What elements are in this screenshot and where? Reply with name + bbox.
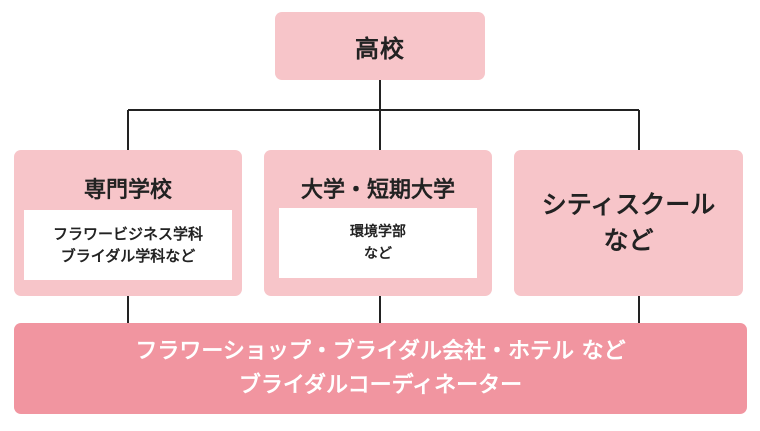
city-school-title: シティスクール など bbox=[542, 187, 716, 259]
university-title: 大学・短期大学 bbox=[300, 178, 455, 203]
high-school-node: 高校 bbox=[275, 12, 485, 80]
careers-node: フラワーショップ・ブライダル会社・ホテル など ブライダルコーディネーター bbox=[14, 323, 747, 414]
vocational-school-title: 専門学校 bbox=[83, 178, 172, 203]
city-school-node: シティスクール など bbox=[514, 150, 743, 296]
high-school-label: 高校 bbox=[355, 34, 405, 63]
vocational-school-detail-line-1: フラワービジネス学科 bbox=[52, 225, 203, 243]
university-detail-line-2: など bbox=[364, 246, 392, 262]
vocational-school-detail-line-2: ブライダル学科など bbox=[60, 247, 196, 265]
city-school-title-line-1: シティスクール bbox=[541, 190, 716, 219]
careers-line-1: フラワーショップ・ブライダル会社・ホテル など bbox=[135, 338, 626, 364]
vocational-school-node: 専門学校 フラワービジネス学科 ブライダル学科など bbox=[14, 150, 242, 296]
careers-line-2: ブライダルコーディネーター bbox=[238, 372, 523, 398]
university-details: 環境学部 など bbox=[279, 208, 477, 278]
university-node: 大学・短期大学 環境学部 など bbox=[264, 150, 492, 296]
vocational-school-details: フラワービジネス学科 ブライダル学科など bbox=[24, 210, 232, 280]
city-school-title-line-2: など bbox=[603, 226, 654, 255]
university-detail-line-1: 環境学部 bbox=[350, 224, 406, 240]
